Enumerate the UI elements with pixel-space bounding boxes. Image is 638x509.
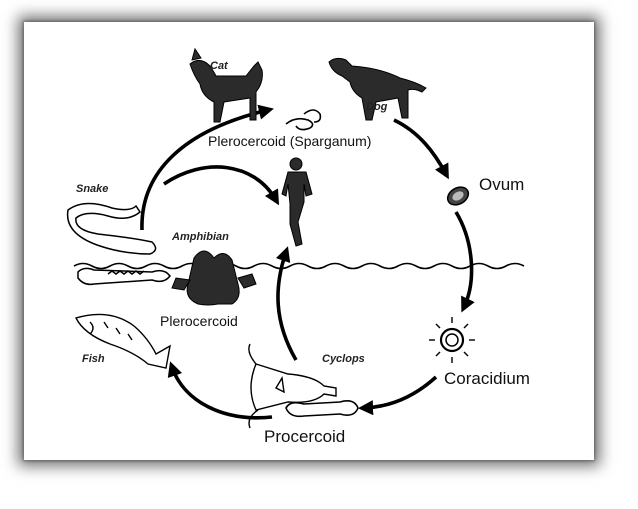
- amphibian-figure: [171, 250, 257, 306]
- human-figure: [281, 157, 313, 247]
- fish-label: Fish: [82, 353, 105, 365]
- snake-label: Snake: [76, 183, 108, 195]
- cyclops-label: Cyclops: [322, 353, 365, 365]
- ovum-label: Ovum: [479, 175, 524, 194]
- fish-figure: [74, 313, 171, 369]
- coracidium-icon: [429, 317, 475, 363]
- plerocercoid-label: Plerocercoid: [160, 313, 238, 329]
- diagram-frame: Cat Dog Plerocercoid (Sparganum) Ovum Co…: [24, 22, 594, 460]
- dog-label: Dog: [366, 101, 388, 113]
- amphibian-label: Amphibian: [171, 231, 229, 243]
- cat-figure: [189, 47, 263, 123]
- coracidium-label: Coracidium: [444, 369, 530, 388]
- cyclops-figure: [248, 343, 337, 429]
- plerocercoid-sparganum-label: Plerocercoid (Sparganum): [208, 133, 371, 149]
- arrow-to-plerocercoid-sparganum: [140, 104, 274, 231]
- arrow-ovum-to-coracidium: [454, 211, 475, 313]
- arrow-cyclops-to-human: [275, 246, 298, 361]
- ovum-icon: [446, 186, 470, 206]
- dog-figure: [328, 57, 427, 121]
- water-line: [73, 262, 525, 270]
- cat-label: Cat: [210, 60, 229, 72]
- procercoid-label: Procercoid: [264, 427, 345, 446]
- arrow-coracidium-to-procercoid: [357, 375, 438, 416]
- snake-figure: [66, 202, 157, 255]
- arrow-sparganum-to-ovum: [393, 118, 449, 180]
- plerocercoid-larva-icon: [77, 267, 171, 286]
- sparganosis-life-cycle-diagram: Cat Dog Plerocercoid (Sparganum) Ovum Co…: [66, 47, 530, 446]
- sparganum-worm-icon: [285, 109, 322, 131]
- arrow-to-human: [162, 165, 280, 206]
- procercoid-larva-icon: [285, 400, 359, 418]
- arrow-procercoid-to-fish: [167, 361, 273, 420]
